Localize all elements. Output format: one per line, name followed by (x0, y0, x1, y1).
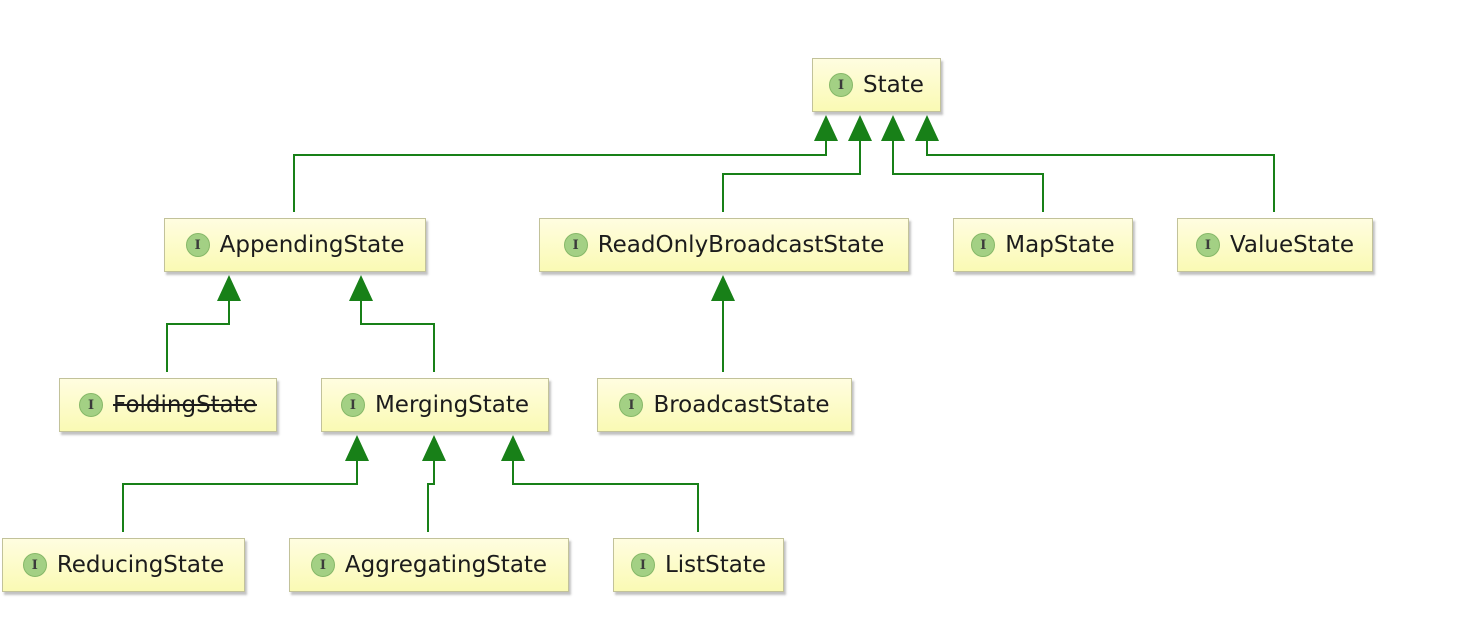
interface-icon: I (310, 553, 335, 577)
interface-icon: I (630, 553, 655, 577)
node-label: ListState (664, 552, 767, 578)
interface-icon: I (340, 393, 365, 417)
node-label: ReducingState (56, 552, 225, 578)
interface-icon: I (619, 393, 644, 417)
node-readonly-broadcast-state[interactable]: I ReadOnlyBroadcastState (539, 218, 909, 272)
node-value-state[interactable]: I ValueState (1177, 218, 1373, 272)
edge-readonly-state (722, 140, 861, 212)
edge-value-state (926, 140, 1275, 212)
node-aggregating-state[interactable]: I AggregatingState (289, 538, 569, 592)
arrowhead-appending-1 (217, 275, 241, 301)
edge-appending-state (293, 140, 827, 212)
arrowhead-appending-2 (349, 275, 373, 301)
edge-folding-appending (166, 300, 230, 372)
node-label: BroadcastState (653, 392, 830, 418)
interface-icon: I (971, 233, 996, 257)
arrowhead-merging-3 (501, 435, 525, 461)
node-state[interactable]: I State (812, 58, 941, 112)
node-label: MapState (1005, 232, 1115, 258)
node-reducing-state[interactable]: I ReducingState (2, 538, 245, 592)
edge-reducing-merging (122, 460, 358, 532)
arrowhead-merging-2 (422, 435, 446, 461)
arrowhead-state-4 (915, 115, 939, 141)
interface-icon: I (829, 73, 854, 97)
interface-icon: I (185, 233, 210, 257)
edge-aggregating-merging (427, 460, 435, 532)
interface-icon: I (1195, 233, 1220, 257)
node-label: State (863, 72, 924, 98)
node-label-deprecated: FoldingState (113, 392, 257, 418)
arrowhead-state-2 (848, 115, 872, 141)
node-label: ValueState (1229, 232, 1355, 258)
node-broadcast-state[interactable]: I BroadcastState (597, 378, 852, 432)
node-label: ReadOnlyBroadcastState (597, 232, 885, 258)
arrowhead-readonly (711, 275, 735, 301)
arrowhead-state-3 (881, 115, 905, 141)
interface-icon: I (22, 553, 47, 577)
edge-merging-appending (360, 300, 435, 372)
node-label: AppendingState (219, 232, 405, 258)
node-appending-state[interactable]: I AppendingState (164, 218, 426, 272)
node-map-state[interactable]: I MapState (953, 218, 1133, 272)
node-list-state[interactable]: I ListState (613, 538, 784, 592)
node-label: MergingState (374, 392, 530, 418)
arrowhead-state-1 (814, 115, 838, 141)
arrowhead-merging-1 (345, 435, 369, 461)
node-label: AggregatingState (344, 552, 548, 578)
node-merging-state[interactable]: I MergingState (321, 378, 549, 432)
edge-list-merging (512, 460, 699, 532)
node-folding-state[interactable]: I FoldingState (59, 378, 277, 432)
interface-icon: I (563, 233, 588, 257)
edge-map-state (892, 140, 1044, 212)
interface-icon: I (79, 393, 104, 417)
